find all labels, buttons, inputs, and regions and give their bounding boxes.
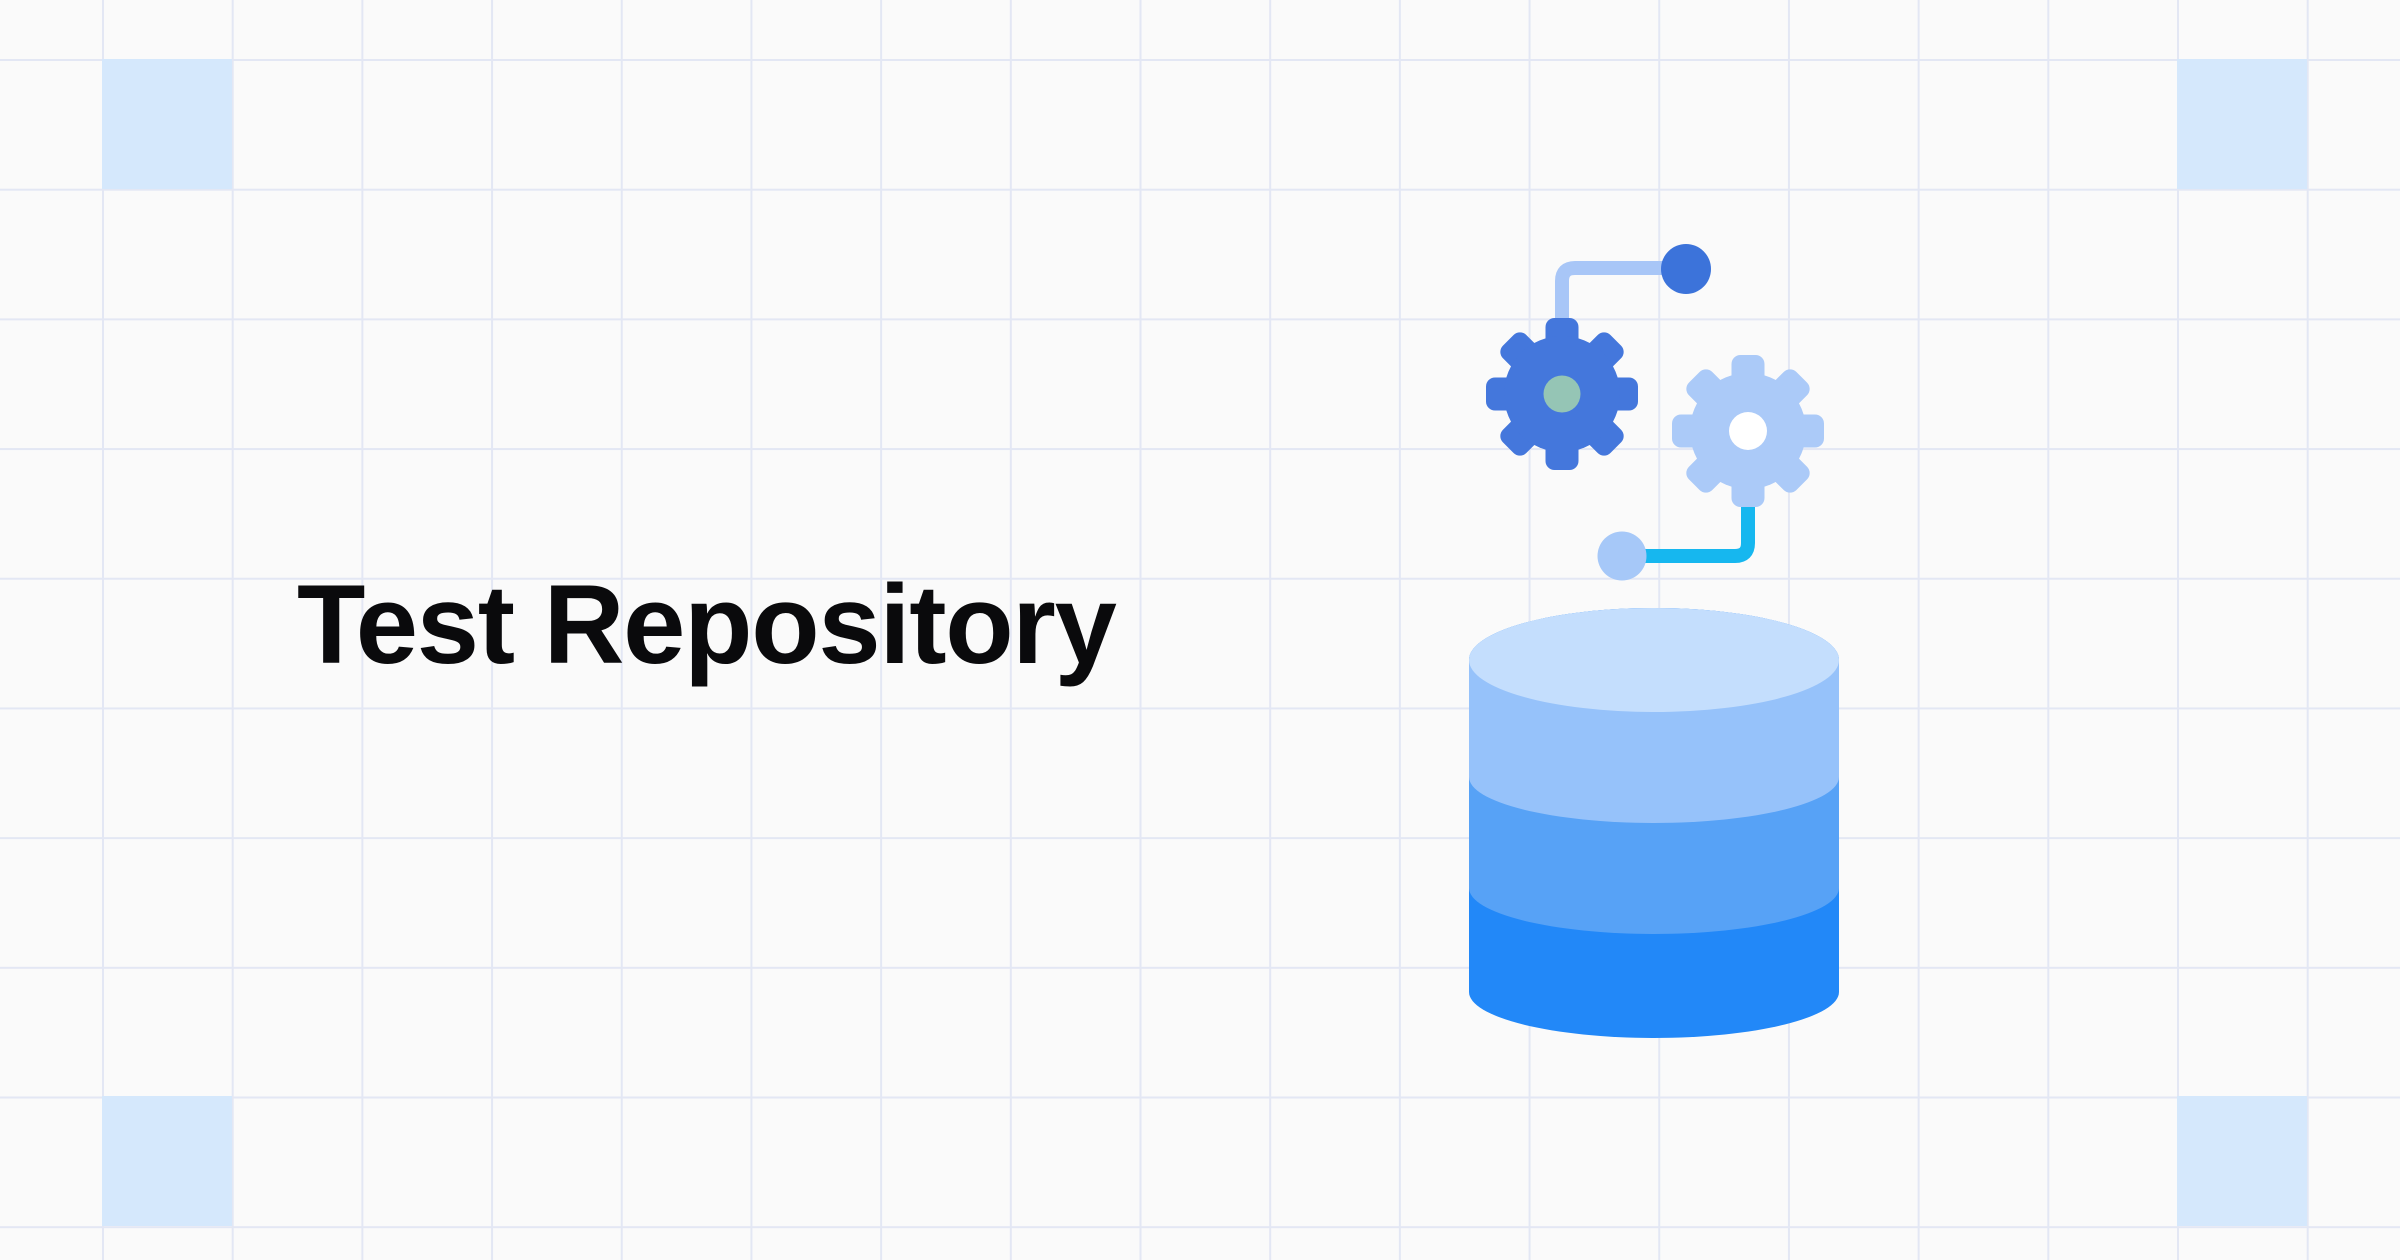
node-dot <box>1597 531 1647 581</box>
corner-accent-square-bottom-right <box>2177 1096 2307 1226</box>
gear-hub <box>1543 375 1581 413</box>
connector-top-elbow <box>1555 261 1686 330</box>
corner-accent-square-top-right <box>2177 59 2307 189</box>
gear-icon <box>1486 318 1638 470</box>
corner-accent-square-top-left <box>102 59 232 189</box>
database-icon <box>1469 608 1839 1038</box>
cylinder-top-ellipse <box>1469 608 1839 712</box>
page-title: Test Repository <box>297 562 1117 687</box>
corner-accent-square-bottom-left <box>102 1096 232 1226</box>
gear-hub <box>1729 412 1767 450</box>
gear-icon <box>1672 355 1824 507</box>
node-dot <box>1661 244 1711 294</box>
connector-bottom-elbow <box>1640 494 1755 563</box>
